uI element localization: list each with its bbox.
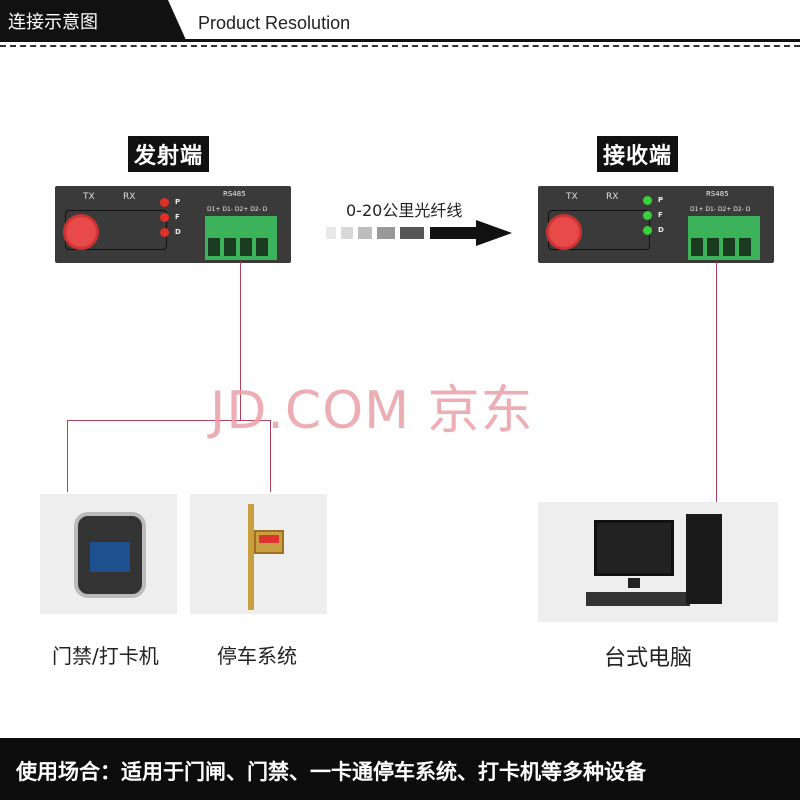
receiver-label: 接收端 xyxy=(597,136,679,172)
receiver-device: TX RX P F D RS485 D1+ D1- D2+ D2- D xyxy=(538,186,774,263)
arrow-right-icon xyxy=(430,220,512,246)
terminal-labels: D1+ D1- D2+ D2- D xyxy=(207,206,268,213)
led-icon xyxy=(643,196,652,205)
divider xyxy=(0,39,800,42)
device-label: 台式电脑 xyxy=(604,646,693,671)
rs485-label: RS485 xyxy=(706,190,729,198)
gradient-block xyxy=(400,227,424,239)
led-icon xyxy=(643,226,652,235)
led-label: P xyxy=(175,198,181,206)
gradient-block xyxy=(326,227,336,239)
terminal-labels: D1+ D1- D2+ D2- D xyxy=(690,206,751,213)
led-icon xyxy=(160,213,169,222)
led-label: D xyxy=(658,226,664,234)
header-banner xyxy=(0,0,186,40)
footer-usage: 使用场合：适用于门闸、门禁、一卡通停车系统、打卡机等多种设备 xyxy=(0,738,800,800)
led-label: P xyxy=(658,196,664,204)
led-icon xyxy=(160,198,169,207)
device-label: 停车系统 xyxy=(217,644,297,668)
gradient-block xyxy=(377,227,395,239)
tx-label: TX xyxy=(83,192,95,202)
rs485-label: RS485 xyxy=(223,190,246,198)
fiber-link-label: 0-20公里光纤线 xyxy=(346,201,463,220)
desktop-computer-image xyxy=(538,502,778,622)
transmitter-label: 发射端 xyxy=(128,136,210,172)
rx-label: RX xyxy=(123,192,136,202)
terminal-block xyxy=(205,216,277,260)
device-label: 门禁/打卡机 xyxy=(52,644,159,668)
led-label: F xyxy=(175,213,180,221)
header-title-cn: 连接示意图 xyxy=(8,12,98,33)
watermark: JD.COM 京东 xyxy=(210,381,534,441)
fiber-cap-icon xyxy=(546,214,582,250)
connection-line xyxy=(240,262,241,420)
led-label: D xyxy=(175,228,181,236)
dashed-divider xyxy=(0,45,800,47)
led-label: F xyxy=(658,211,663,219)
terminal-block xyxy=(688,216,760,260)
parking-system-image xyxy=(190,494,327,614)
led-icon xyxy=(160,228,169,237)
access-control-image xyxy=(40,494,177,614)
tx-label: TX xyxy=(566,192,578,202)
connection-line xyxy=(67,420,271,421)
connection-line xyxy=(716,262,717,502)
led-icon xyxy=(643,211,652,220)
gradient-block xyxy=(358,227,372,239)
fiber-cap-icon xyxy=(63,214,99,250)
gradient-block xyxy=(341,227,353,239)
transmitter-device: TX RX P F D RS485 D1+ D1- D2+ D2- D xyxy=(55,186,291,263)
connection-line xyxy=(67,420,68,492)
rx-label: RX xyxy=(606,192,619,202)
connection-line xyxy=(270,420,271,492)
header-title-en: Product Resolution xyxy=(198,13,351,33)
